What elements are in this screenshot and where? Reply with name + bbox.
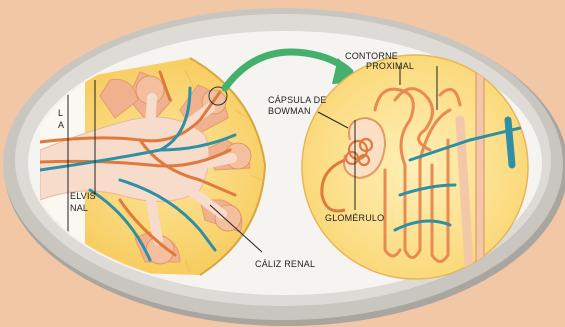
label-contorneado-line2: PROXIMAL [366, 61, 414, 71]
label-capsula-line2: BOWMAN [268, 106, 311, 116]
label-pelvis-partial-1: ELVIS [70, 191, 96, 201]
label-left-cut-2: A [58, 120, 64, 130]
label-contorneado-line1: CONTORNE [345, 51, 398, 61]
nephron-detail [302, 55, 528, 280]
label-caliz-renal: CÁLIZ RENAL [255, 259, 315, 269]
label-capsula-line1: CÁPSULA DE [268, 95, 327, 105]
label-glomerulo: GLOMÉRULO [325, 213, 384, 223]
label-left-cut-1: L [58, 108, 63, 118]
vein-stub [508, 120, 512, 165]
label-pelvis-partial-2: NAL [70, 203, 88, 213]
